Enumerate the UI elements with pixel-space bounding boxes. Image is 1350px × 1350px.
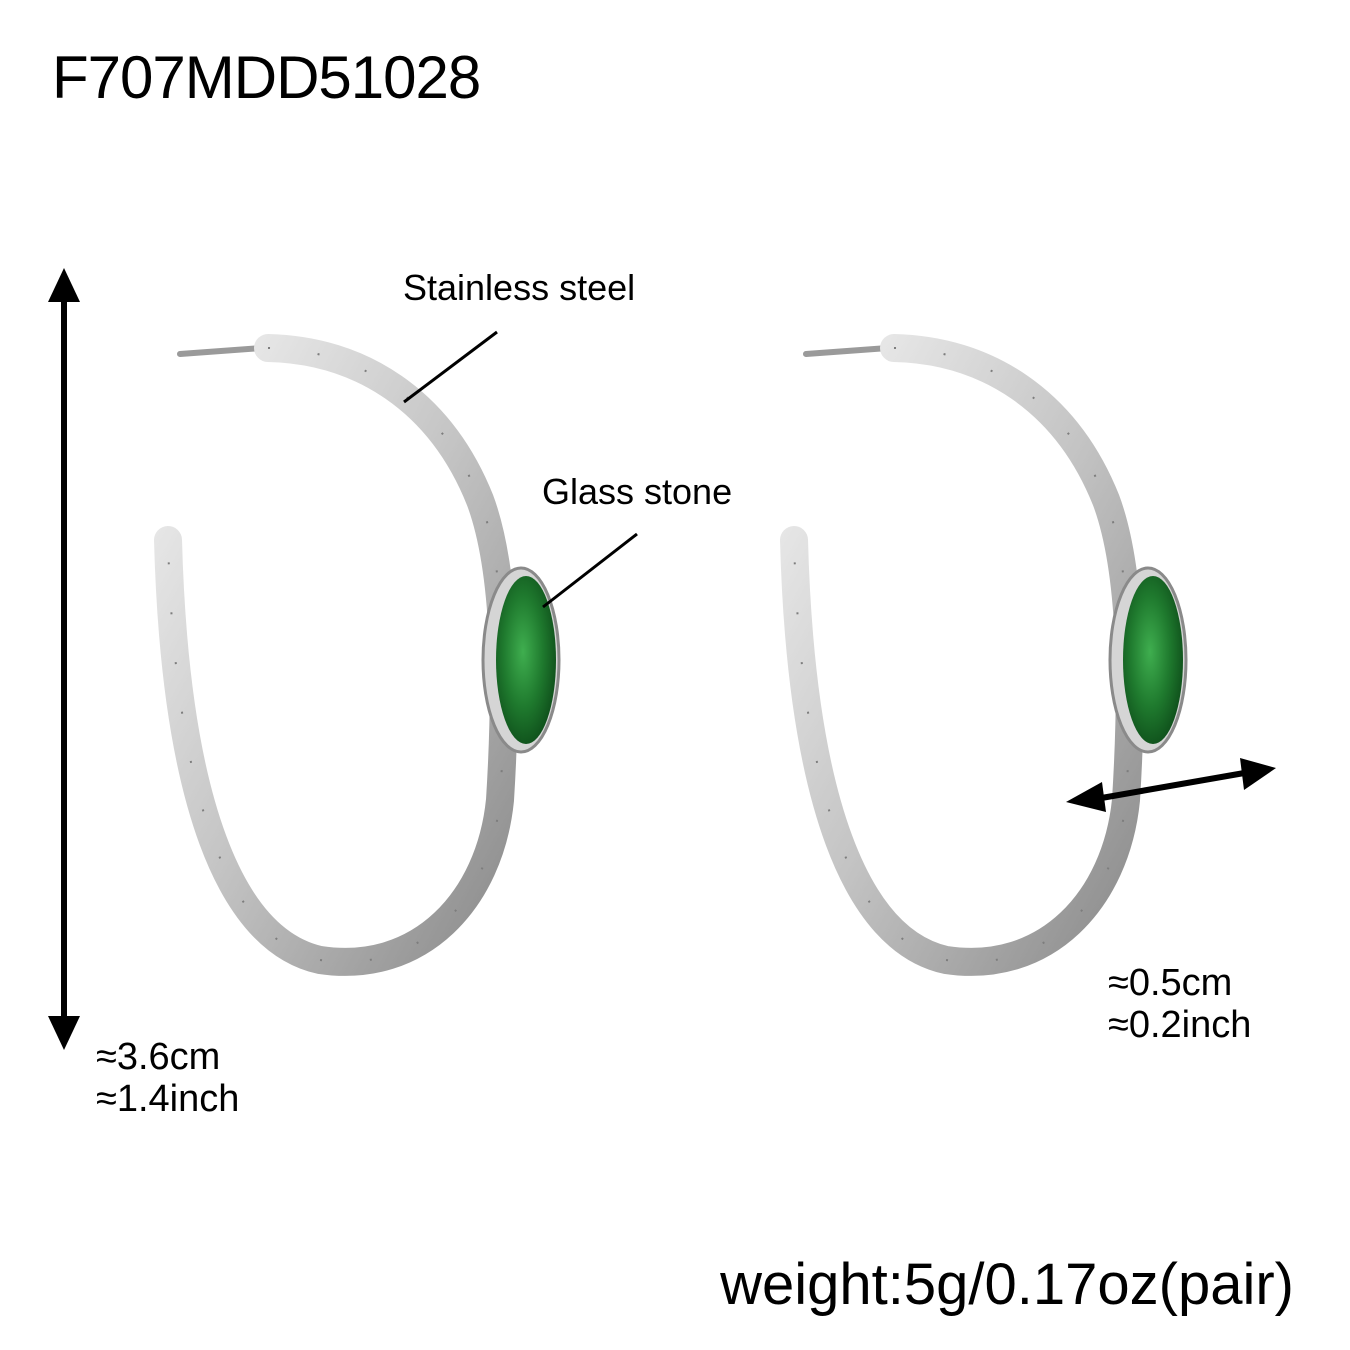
height-inch: ≈1.4inch	[96, 1078, 240, 1120]
glass-stone	[496, 576, 556, 744]
material-callout-line	[403, 330, 498, 404]
width-dimension-text: ≈0.5cm ≈0.2inch	[1108, 962, 1251, 1046]
product-sku: F707MDD51028	[52, 44, 481, 111]
height-dimension-text: ≈3.6cm ≈1.4inch	[96, 1036, 239, 1120]
earring-right	[780, 334, 1188, 976]
hoop-band	[154, 334, 518, 976]
height-cm: ≈3.6cm	[96, 1036, 221, 1078]
stone-callout-line	[542, 532, 638, 609]
post-pin	[177, 345, 265, 357]
earring-left	[154, 334, 561, 976]
width-dimension-arrow	[1066, 758, 1276, 812]
weight-label: weight:5g/0.17oz(pair)	[720, 1252, 1294, 1317]
material-label: Stainless steel	[403, 267, 636, 308]
height-dimension-arrow	[48, 268, 80, 1050]
width-inch: ≈0.2inch	[1108, 1004, 1252, 1046]
width-cm: ≈0.5cm	[1108, 962, 1233, 1004]
stone-label: Glass stone	[542, 471, 733, 512]
